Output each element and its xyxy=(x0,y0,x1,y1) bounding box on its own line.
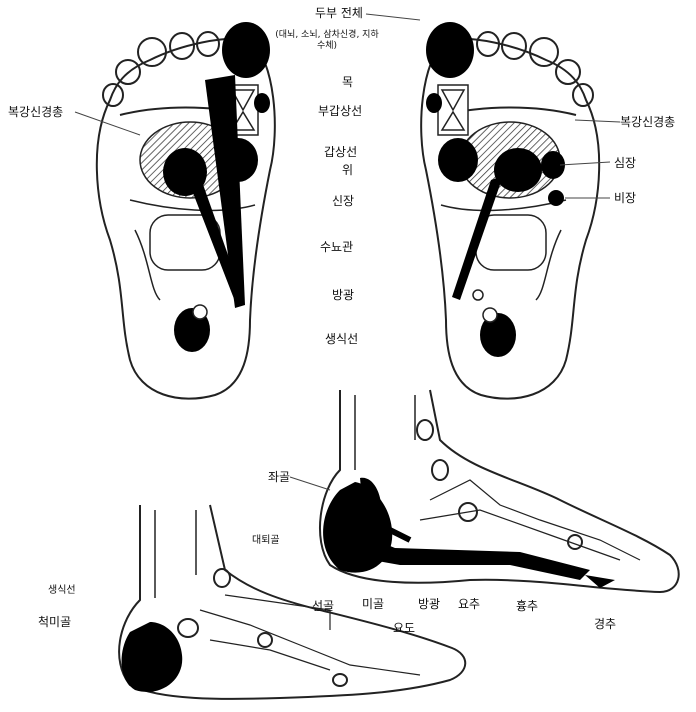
label-coccyx: 척미골 xyxy=(38,616,71,628)
label-achilles: 좌골 xyxy=(268,471,290,483)
label-kidney: 신장 xyxy=(332,195,354,207)
label-lumbar: 요추 xyxy=(458,598,480,610)
label-thyroid: 갑상선 xyxy=(324,146,357,158)
lateral-foot-markers xyxy=(122,622,183,692)
label-head: 두부 전체 xyxy=(315,7,363,19)
label-cervical: 경추 xyxy=(594,618,616,630)
label-hip-joint: 대퇴골 xyxy=(252,536,280,546)
label-bladder-side: 방광 xyxy=(418,598,440,610)
label-tailbone: 미골 xyxy=(362,598,384,610)
label-gonad-side: 생식선 xyxy=(48,586,76,596)
label-neck: 목 xyxy=(342,76,353,88)
medial-foot-markers xyxy=(323,478,615,588)
label-gonad: 생식선 xyxy=(325,333,358,345)
label-parathyroid: 부갑상선 xyxy=(318,105,362,117)
label-thoracic: 흉추 xyxy=(516,600,538,612)
label-head-detail: (대뇌, 소뇌, 삼차신경, 지하수체) xyxy=(272,30,382,53)
label-spleen: 비장 xyxy=(614,192,636,204)
right-sole-markers xyxy=(426,22,565,357)
label-sacrum: 선골 xyxy=(312,600,334,612)
label-ureter: 수뇨관 xyxy=(320,241,353,253)
label-bladder: 방광 xyxy=(332,289,354,301)
label-stomach: 위 xyxy=(342,164,353,176)
label-urethra: 요도 xyxy=(393,622,415,634)
label-solar-plexus-left: 복강신경총 xyxy=(8,106,63,118)
label-heart: 심장 xyxy=(614,157,636,169)
label-solar-plexus-right: 복강신경총 xyxy=(620,116,675,128)
